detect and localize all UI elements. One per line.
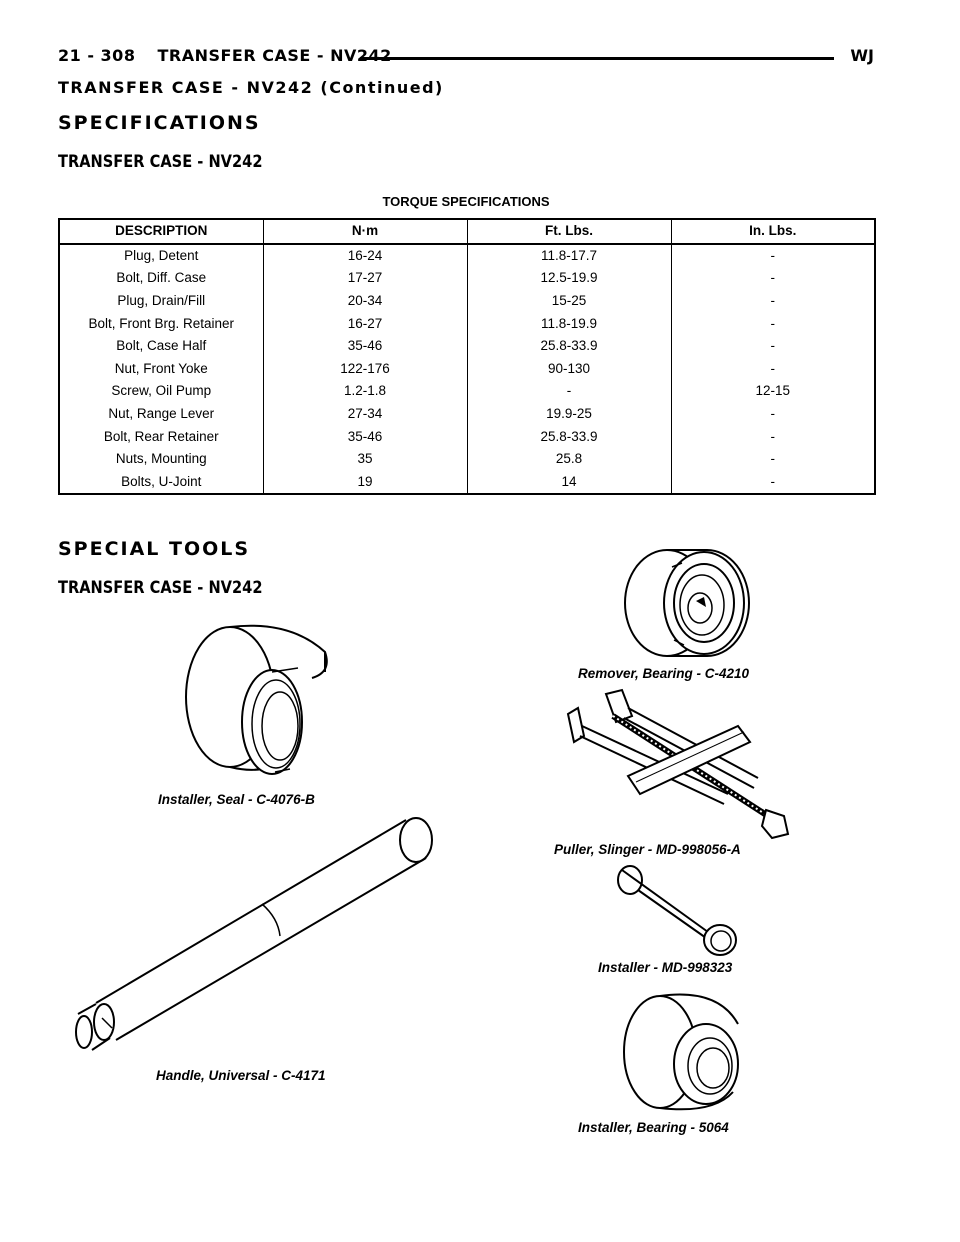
table-cell: Nut, Range Lever [58,402,264,426]
table-cell: Nuts, Mounting [58,447,264,471]
table-cell: 122-176 [262,357,468,381]
continued-title: TRANSFER CASE - NV242 (Continued) [58,78,444,97]
table-cell: - [670,425,876,448]
page-number: 21 - 308 [58,46,136,65]
table-cell: 11.8-17.7 [466,243,672,268]
table-cell: Nut, Front Yoke [58,357,264,381]
table-cell: 16-27 [262,312,468,335]
table-cell: - [670,357,876,381]
specifications-heading: SPECIFICATIONS [58,112,261,134]
table-cell: 35-46 [262,334,468,358]
table-cell: 15-25 [466,289,672,313]
table-cell: - [670,334,876,358]
installer-md-illustration [617,865,737,956]
table-cell: - [670,447,876,471]
section-title: TRANSFER CASE - NV242 [157,46,392,65]
table-cell: 90-130 [466,357,672,381]
column-header: In. Lbs. [670,218,876,245]
table-cell: 25.8-33.9 [466,425,672,448]
table-cell: 19.9-25 [466,402,672,426]
table-cell: 27-34 [262,402,468,426]
table-cell: Bolt, Rear Retainer [58,425,264,448]
table-cell: - [670,267,876,290]
column-header: DESCRIPTION [58,218,264,245]
tool-caption-installer-seal: Installer, Seal - C-4076-B [158,792,315,807]
table-cell: 14 [466,470,672,496]
table-header-row: DESCRIPTION N·m Ft. Lbs. In. Lbs. [58,218,876,245]
table-cell: - [466,380,672,403]
torque-spec-table: DESCRIPTION N·m Ft. Lbs. In. Lbs. Plug, … [58,218,876,496]
table-cell: - [670,402,876,426]
table-cell: - [670,312,876,335]
special-tools-heading: SPECIAL TOOLS [58,538,251,560]
table-cell: Bolt, Case Half [58,334,264,358]
table-cell: Bolts, U-Joint [58,470,264,496]
table-cell: - [670,470,876,496]
running-header: 21 - 308 TRANSFER CASE - NV242 WJ [58,46,874,70]
remover-bearing-illustration [624,549,750,657]
table-cell: 12.5-19.9 [466,267,672,290]
table-cell: 35-46 [262,425,468,448]
tool-caption-installer-bearing: Installer, Bearing - 5064 [578,1120,729,1135]
tool-caption-remover-bearing: Remover, Bearing - C-4210 [578,666,750,681]
table-cell: - [670,243,876,268]
puller-slinger-illustration [566,688,790,840]
header-left: 21 - 308 TRANSFER CASE - NV242 [58,46,392,65]
table-cell: 25.8 [466,447,672,471]
handle-universal-illustration [75,817,433,1051]
tool-caption-installer-md: Installer - MD-998323 [598,960,733,975]
special-tools-subheading: TRANSFER CASE - NV242 [58,578,263,598]
table-cell: 17-27 [262,267,468,290]
table-cell: - [670,289,876,313]
table-cell: Bolt, Front Brg. Retainer [58,312,264,335]
specifications-subheading: TRANSFER CASE - NV242 [58,152,263,172]
tool-caption-puller-slinger: Puller, Slinger - MD-998056-A [554,842,741,857]
column-header: N·m [262,218,468,245]
table-cell: 20-34 [262,289,468,313]
header-rule [360,57,834,60]
tool-caption-handle-universal: Handle, Universal - C-4171 [156,1068,326,1083]
column-header: Ft. Lbs. [466,218,672,245]
table-cell: 11.8-19.9 [466,312,672,335]
table-cell: 19 [262,470,468,496]
table-cell: 16-24 [262,243,468,268]
installer-seal-illustration [185,624,328,775]
table-cell: 12-15 [670,380,876,403]
table-cell: Screw, Oil Pump [58,380,264,403]
table-cell: Plug, Drain/Fill [58,289,264,313]
table-cell: Plug, Detent [58,243,264,268]
table-cell: 35 [262,447,468,471]
table-cell: 25.8-33.9 [466,334,672,358]
table-cell: Bolt, Diff. Case [58,267,264,290]
model-code: WJ [850,46,874,65]
table-cell: 1.2-1.8 [262,380,468,403]
installer-bearing-illustration [623,993,739,1111]
table-caption: TORQUE SPECIFICATIONS [382,194,550,209]
